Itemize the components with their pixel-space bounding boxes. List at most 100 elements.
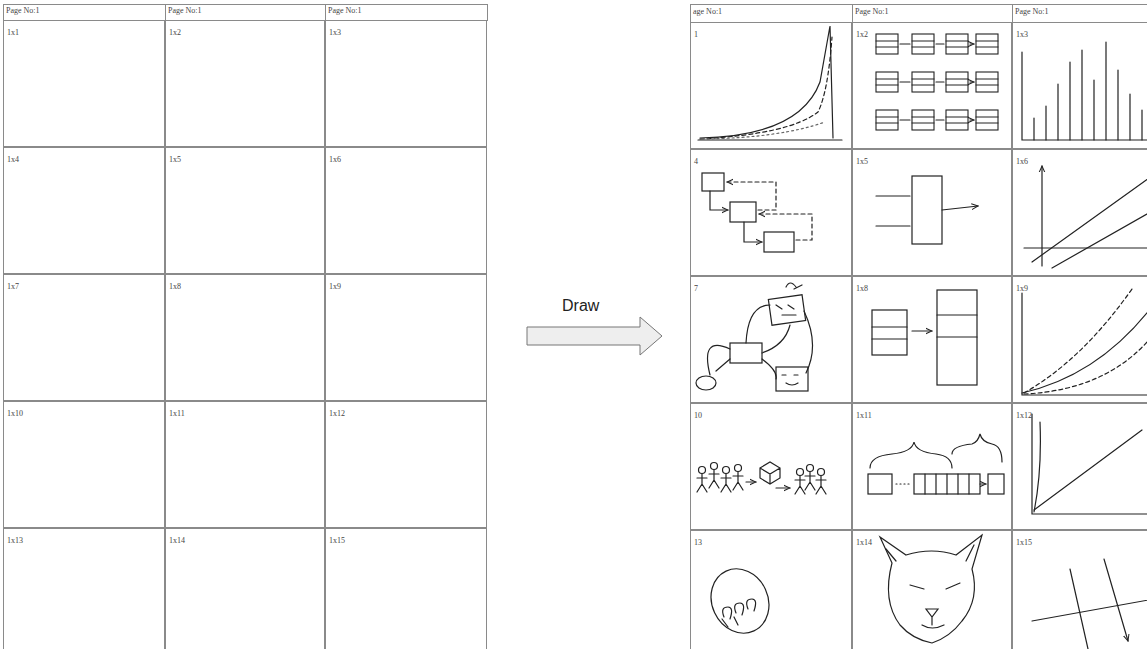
page-cell: 1x3 [325, 20, 487, 147]
sketch-stroke [759, 214, 812, 240]
page-cell: 1x9 [1012, 276, 1147, 403]
cell-number: 1x9 [329, 283, 341, 292]
cell-number: 1x2 [856, 31, 868, 40]
sketch-stroke [4, 5, 166, 21]
sketch-stroke [1022, 52, 1147, 140]
page-header: Page No:1 [328, 7, 362, 16]
sketch-stroke [876, 176, 978, 244]
page-header: Page No:1 [6, 7, 40, 16]
cell-number: 1x13 [7, 537, 23, 546]
sketch-stroke [910, 583, 960, 589]
sketch-stroke [786, 283, 802, 289]
cell-number: 1x11 [169, 410, 185, 419]
sketch-stroke [868, 474, 892, 494]
sketch-stroke [912, 34, 934, 54]
sketch-stroke [872, 310, 907, 355]
sketch-stroke [1070, 569, 1088, 649]
sketch-stroke [746, 481, 756, 482]
sketch-stroke [922, 609, 944, 628]
sketch-stroke [1024, 330, 1147, 394]
sketch-stroke [697, 467, 707, 493]
cell-number: 1x9 [1016, 285, 1028, 294]
sketch-stroke [782, 375, 798, 385]
page-cell: 1x14 [852, 530, 1012, 649]
sketch-stroke [868, 434, 1004, 494]
sketch-stroke [701, 559, 780, 642]
sketch-stroke [744, 222, 762, 242]
sketch-stroke [912, 176, 942, 244]
sketch-stroke [702, 122, 825, 139]
sketch-stroke [721, 467, 731, 493]
sketch-stroke [937, 315, 977, 337]
cell-number: 1x12 [329, 410, 345, 419]
sketch-stroke [853, 5, 1013, 23]
sketch-stroke [696, 283, 813, 391]
sketch-stroke [876, 34, 998, 130]
cell-number: 1x7 [7, 283, 19, 292]
sketch-stroke [702, 173, 812, 252]
sketch-stroke [1032, 599, 1147, 621]
page-cell: 1x2 [165, 20, 325, 147]
sketch-stroke [691, 5, 853, 23]
sketch-stroke [980, 483, 986, 484]
sketch-stroke [900, 81, 974, 82]
sketch-stroke [1024, 289, 1132, 393]
cell-number: 1x8 [169, 283, 181, 292]
hand-sketches [696, 26, 1147, 649]
page-header: Page No:1 [1015, 8, 1049, 17]
sketch-stroke [733, 465, 743, 491]
page-cell: 1x11 [165, 401, 325, 528]
sketch-stroke [698, 139, 842, 140]
sketch-stroke [912, 110, 934, 130]
sketch-stroke [702, 173, 724, 191]
sketch-stroke [872, 327, 907, 339]
page-cell: 4 [690, 149, 852, 276]
sketch-stroke [886, 545, 974, 561]
page-cell: 1x13 [3, 528, 165, 649]
page-cell: 1x4 [3, 147, 165, 274]
page-cell: 1x6 [1012, 149, 1147, 276]
sketch-stroke [696, 376, 716, 390]
sketch-stroke [701, 559, 780, 642]
cell-number: 1x6 [1016, 158, 1028, 167]
sketch-stroke [768, 295, 805, 325]
sketch-stroke [880, 535, 982, 643]
sketch-stroke [708, 305, 813, 379]
page-cell: 1x1 [3, 20, 165, 147]
sketch-stroke [722, 617, 738, 627]
sketch-stroke [166, 5, 326, 21]
sketch-stroke [1024, 166, 1147, 268]
sketch-stroke [1022, 293, 1147, 395]
sketch-stroke [1032, 414, 1147, 514]
page-cell: 1x5 [165, 147, 325, 274]
sketch-stroke [976, 34, 998, 54]
sketch-stroke [730, 202, 756, 222]
sketch-stroke [1032, 414, 1147, 514]
page-cell: 13 [690, 530, 852, 649]
page-cell: 1x12 [325, 401, 487, 528]
cell-number: 1x4 [7, 156, 19, 165]
cell-number: 1x6 [329, 156, 341, 165]
page-header: Page No:1 [168, 7, 202, 16]
page-header: age No:1 [693, 8, 722, 17]
page-cell: 1x8 [852, 276, 1012, 403]
sketch-stroke [760, 462, 780, 484]
sketch-stroke [1034, 430, 1142, 510]
sketch-stroke [1032, 176, 1147, 268]
page-cell: 1x6 [325, 147, 487, 274]
sketch-stroke [900, 43, 974, 44]
page-cell: 1x2 [852, 22, 1012, 149]
sketch-stroke [326, 5, 488, 21]
cell-number: 1x10 [7, 410, 23, 419]
sketch-stroke [876, 110, 898, 130]
cell-number: 13 [694, 539, 702, 548]
page-cell: 1x5 [852, 149, 1012, 276]
sketch-stroke [876, 196, 978, 226]
page-cell: 10 [690, 403, 852, 530]
cell-number: 1x14 [856, 539, 872, 548]
cell-number: 1x3 [1016, 31, 1028, 40]
sketch-stroke [876, 34, 898, 54]
sketch-stroke [925, 474, 969, 494]
sketch-stroke [872, 290, 977, 385]
sketch-stroke [723, 599, 756, 619]
